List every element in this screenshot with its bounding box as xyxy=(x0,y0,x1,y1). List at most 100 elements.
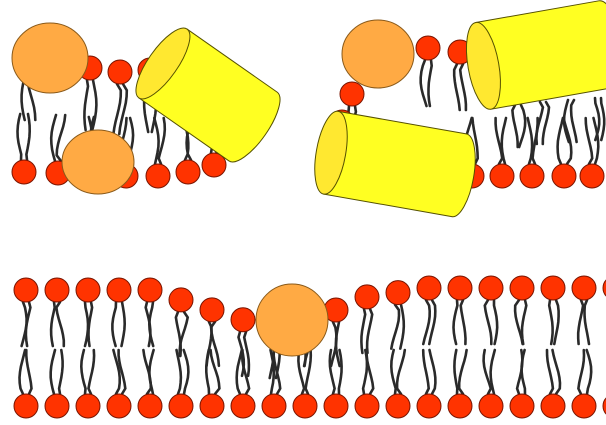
lipid-tail xyxy=(459,350,466,394)
lipid-tail xyxy=(26,114,29,160)
lipid-headgroup xyxy=(510,394,534,418)
lipid-headgroup xyxy=(490,164,514,188)
lipid-tail xyxy=(336,322,340,366)
lipid-headgroup xyxy=(14,278,38,302)
lipid-headgroup xyxy=(293,394,317,418)
lipid-headgroup xyxy=(386,394,410,418)
lipid-tail xyxy=(56,302,63,346)
lipid-tail xyxy=(84,80,88,130)
cylinder-protein xyxy=(309,109,481,219)
lipid-headgroup xyxy=(417,394,441,418)
lipid-headgroup xyxy=(417,276,441,300)
lipid-tail xyxy=(361,309,365,353)
lipid-headgroup xyxy=(169,394,193,418)
lipid-headgroup xyxy=(169,288,193,312)
lipid-tail xyxy=(26,302,31,346)
lipid-headgroup xyxy=(176,160,200,184)
lipid-headgroup xyxy=(200,394,224,418)
lipid-headgroup xyxy=(200,298,224,322)
lipid-tail xyxy=(502,118,506,164)
lipid-headgroup xyxy=(355,394,379,418)
lipid-tail xyxy=(519,105,525,147)
lipid-tail xyxy=(558,118,563,164)
lipid-headgroup xyxy=(262,394,286,418)
lipid-tail xyxy=(578,300,583,344)
lipid-tail xyxy=(400,305,404,349)
lipid-tail xyxy=(564,100,569,142)
lipid-headgroup xyxy=(107,278,131,302)
lipid-headgroup xyxy=(552,164,576,188)
lipid-tail xyxy=(554,300,558,344)
lipid-tail xyxy=(423,300,429,344)
lipid-headgroup xyxy=(572,394,596,418)
lipid-tail xyxy=(522,300,526,344)
lipid-headgroup xyxy=(138,278,162,302)
globular-protein xyxy=(256,284,328,356)
lipid-headgroup xyxy=(324,394,348,418)
lipid-tail xyxy=(571,100,577,142)
lipid-tail xyxy=(51,350,55,394)
lipid-headgroup xyxy=(580,164,604,188)
lipid-headgroup xyxy=(448,276,472,300)
lipid-tail xyxy=(298,350,304,394)
lipid-tail xyxy=(423,350,429,394)
lipid-tail xyxy=(421,60,427,106)
lipid-tail xyxy=(89,302,93,346)
lipid-tail xyxy=(184,350,189,394)
lipid-tail xyxy=(122,302,125,346)
lipid-tail xyxy=(547,350,553,394)
cylinder-protein xyxy=(127,21,289,170)
lipid-tail xyxy=(461,300,466,344)
lipid-tail xyxy=(494,300,497,344)
lipid-tail xyxy=(391,305,399,349)
cylinder-body xyxy=(324,111,481,219)
lipid-headgroup xyxy=(138,394,162,418)
lipid-tail xyxy=(522,350,525,394)
lipid-tail xyxy=(397,350,405,394)
lipid-tail xyxy=(391,350,395,394)
lipid-tail xyxy=(549,300,552,344)
lipid-tail xyxy=(339,350,342,394)
lipid-headgroup xyxy=(386,281,410,305)
lipid-tail xyxy=(81,350,85,394)
lipid-tail xyxy=(587,350,592,394)
lipid-headgroup xyxy=(76,278,100,302)
lipid-tail xyxy=(601,98,604,140)
lipid-tail xyxy=(454,350,457,394)
lipid-tail xyxy=(586,118,593,164)
lipid-tail xyxy=(454,64,460,110)
lipid-headgroup xyxy=(45,394,69,418)
lipid-tail xyxy=(491,350,495,394)
lipid-headgroup xyxy=(541,394,565,418)
lipid-tail xyxy=(367,309,372,353)
lipid-tail xyxy=(18,114,22,160)
globular-protein xyxy=(12,23,88,93)
lipid-tail xyxy=(512,105,517,147)
cylinder-protein xyxy=(461,0,606,112)
lipid-tail xyxy=(485,300,492,344)
lipid-headgroup xyxy=(355,285,379,309)
lipid-headgroup xyxy=(14,394,38,418)
lipid-headgroup xyxy=(416,36,440,60)
lipid-tail xyxy=(585,300,590,344)
lipid-headgroup xyxy=(231,394,255,418)
lipid-headgroup xyxy=(448,394,472,418)
lipid-headgroup xyxy=(541,276,565,300)
lipid-tail xyxy=(429,60,432,106)
lipid-tail xyxy=(20,350,26,394)
lipid-headgroup xyxy=(479,276,503,300)
lipid-headgroup xyxy=(340,82,364,106)
globular-protein xyxy=(342,20,414,88)
lipid-tail xyxy=(26,350,31,394)
lipid-headgroup xyxy=(572,276,596,300)
lipid-tail xyxy=(112,302,116,346)
lipid-tail xyxy=(59,350,63,394)
lipid-headgroup xyxy=(76,394,100,418)
lipid-tail xyxy=(92,80,96,130)
lipid-tail xyxy=(460,64,466,110)
lipid-tail xyxy=(51,115,56,161)
lipid-headgroup xyxy=(45,278,69,302)
lipid-tail xyxy=(454,300,458,344)
lipid-headgroup xyxy=(108,60,132,84)
